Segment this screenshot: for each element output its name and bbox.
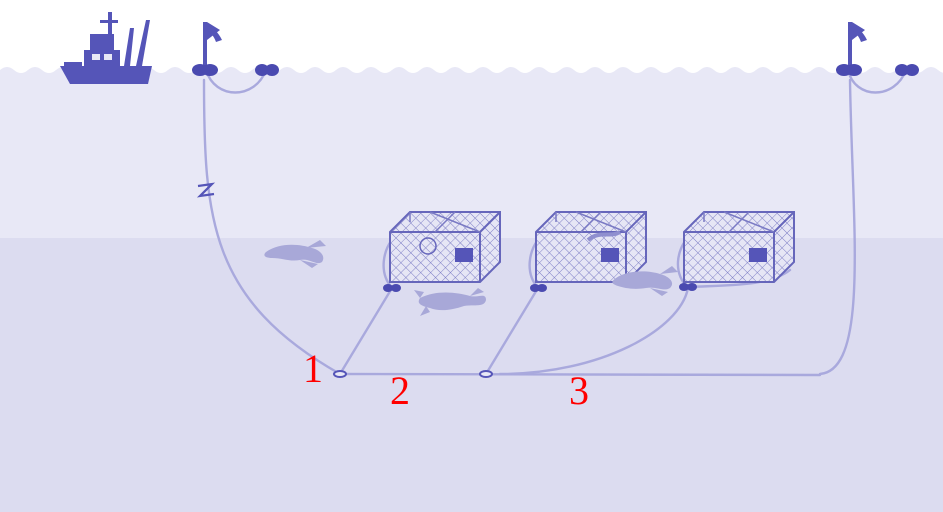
ground-line	[332, 372, 822, 377]
lobster-icon	[264, 240, 326, 268]
upper-water	[0, 67, 943, 240]
boat-icon	[60, 12, 152, 84]
buoy-icon	[383, 283, 697, 292]
buoy-icon	[192, 64, 279, 76]
break-symbol	[196, 182, 216, 198]
lobster-icon	[414, 288, 486, 316]
marker-label-2: 2	[390, 368, 410, 413]
flag-icon	[848, 22, 867, 70]
trap-icon	[535, 211, 647, 283]
lobster-icon	[612, 266, 678, 296]
gangion-1	[338, 286, 394, 376]
right-buoy-line	[818, 78, 856, 376]
marker-label-3: 3	[569, 368, 589, 413]
right-float-line	[846, 68, 908, 94]
left-float-line	[204, 68, 268, 94]
gangion-2	[484, 286, 540, 376]
marker-label-1: 1	[303, 346, 323, 391]
left-buoy-line	[202, 78, 342, 376]
gangion-3	[498, 286, 690, 376]
flag-icon	[203, 22, 222, 70]
buoy-icon	[836, 64, 919, 76]
trap-icon	[389, 211, 501, 283]
trap-icon	[683, 211, 795, 283]
swivel-icon	[333, 370, 493, 378]
